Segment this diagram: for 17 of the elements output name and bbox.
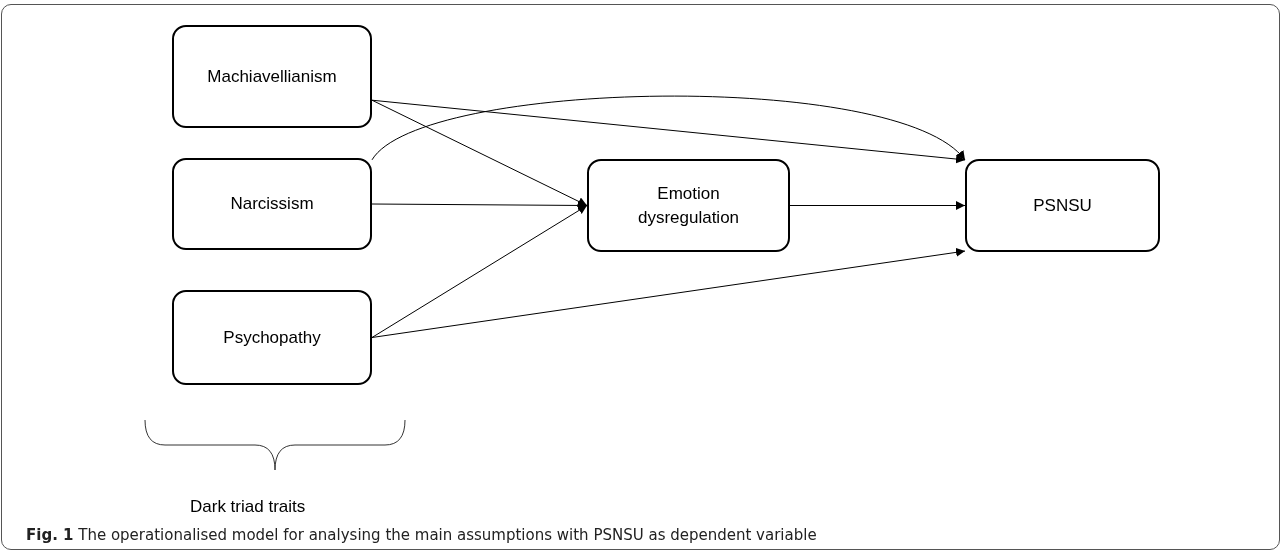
arrow [789,201,966,210]
process-box [965,159,1160,252]
node-label: Machiavellianism [207,65,337,88]
process-box [172,158,372,250]
node-label: Psychopathy [223,326,321,349]
process-box [587,159,790,252]
node-label: Emotion dysregulation [637,182,740,229]
node-label: Narcissism [230,193,314,215]
figure-caption: Fig. 1 The operationalised model for analysing the main assumptions with PSNSU as dependent variable [26,525,817,546]
arrow [371,200,588,210]
arrow [371,99,588,206]
process-box [172,25,372,128]
process-box [172,290,372,385]
arrow [371,205,588,338]
node-label: PSNSU [1033,194,1092,217]
group-label: Dark triad traits [190,496,306,518]
arrow [371,247,966,338]
